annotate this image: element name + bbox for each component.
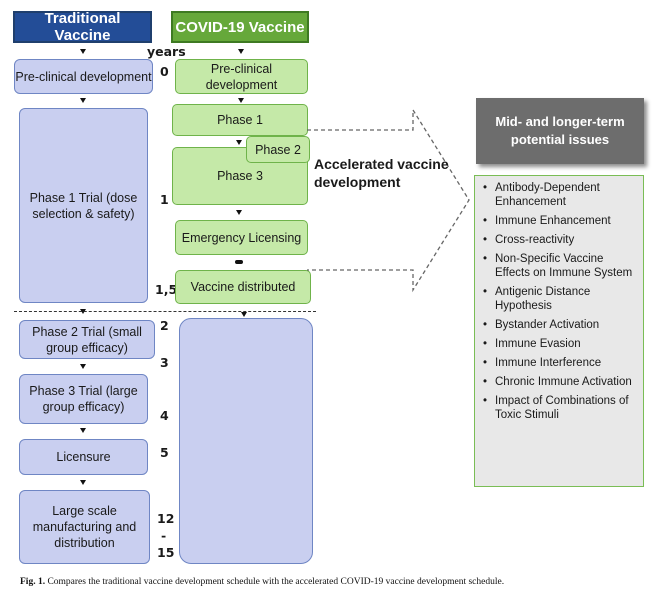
arrow-down-icon bbox=[80, 49, 86, 54]
list-item: • Non-Specific Vaccine Effects on Immune … bbox=[483, 252, 639, 280]
year-4: 4 bbox=[160, 408, 169, 423]
arrow-down-icon bbox=[238, 49, 244, 54]
bullet-icon: • bbox=[483, 319, 488, 331]
issue-label: Antigenic Distance Hypothesis bbox=[495, 286, 591, 312]
arrow-down-icon bbox=[80, 428, 86, 433]
traditional-phase2-box: Phase 2 Trial (small group efficacy) bbox=[19, 320, 155, 359]
covid-phase1-box: Phase 1 bbox=[172, 104, 308, 136]
covid-preclinical-box: Pre-clinical development bbox=[175, 59, 308, 94]
list-item: • Immune Interference bbox=[483, 356, 639, 370]
list-item: • Immune Enhancement bbox=[483, 214, 639, 228]
list-item: • Impact of Combinations of Toxic Stimuli bbox=[483, 394, 639, 422]
issue-label: Cross-reactivity bbox=[495, 234, 575, 246]
year-1-5: 1,5 bbox=[155, 282, 178, 297]
list-item: • Cross-reactivity bbox=[483, 233, 639, 247]
issue-label: Immune Evasion bbox=[495, 338, 581, 350]
covid-header-label: COVID-19 Vaccine bbox=[175, 18, 305, 36]
covid-phase1-label: Phase 1 bbox=[217, 113, 263, 127]
year-15: 15 bbox=[157, 545, 175, 560]
arrow-down-icon bbox=[80, 364, 86, 369]
year-3: 3 bbox=[160, 355, 169, 370]
bullet-icon: • bbox=[483, 395, 488, 407]
issue-label: Non-Specific Vaccine Effects on Immune S… bbox=[495, 253, 633, 279]
traditional-phase1-box: Phase 1 Trial (dose selection & safety) bbox=[19, 108, 148, 303]
caption-label: Fig. 1. bbox=[20, 577, 46, 587]
bullet-icon: • bbox=[483, 357, 488, 369]
traditional-header-label: Traditional Vaccine bbox=[44, 10, 121, 44]
timeline-divider bbox=[14, 311, 316, 312]
traditional-manufacturing-box: Large scale manufacturing and distributi… bbox=[19, 490, 150, 564]
covid-distributed-box: Vaccine distributed bbox=[175, 270, 311, 304]
arrow-down-icon bbox=[241, 312, 247, 317]
bullet-icon: • bbox=[483, 215, 488, 227]
accelerated-development-label: Accelerated vaccine development bbox=[314, 156, 449, 190]
bullet-icon: • bbox=[483, 376, 488, 388]
year-12: 12 bbox=[157, 511, 175, 526]
traditional-phase1-label: Phase 1 Trial (dose selection & safety) bbox=[29, 190, 138, 221]
traditional-preclinical-label: Pre-clinical development bbox=[15, 69, 152, 84]
arrow-down-icon bbox=[236, 140, 242, 145]
accelerated-arrow-icon bbox=[307, 108, 470, 293]
covid-emergency-box: Emergency Licensing bbox=[175, 220, 308, 255]
year-1: 1 bbox=[160, 192, 169, 207]
connector-dot bbox=[235, 260, 243, 264]
issue-label: Immune Interference bbox=[495, 357, 602, 369]
traditional-phase3-label: Phase 3 Trial (large group efficacy) bbox=[29, 384, 138, 414]
traditional-vaccine-header: Traditional Vaccine bbox=[13, 10, 152, 44]
figure-caption: Fig. 1. Compares the traditional vaccine… bbox=[20, 577, 650, 587]
bullet-icon: • bbox=[483, 338, 488, 350]
year-5: 5 bbox=[160, 445, 169, 460]
traditional-licensure-box: Licensure bbox=[19, 439, 148, 475]
issue-label: Bystander Activation bbox=[495, 319, 600, 331]
covid-distributed-label: Vaccine distributed bbox=[190, 280, 296, 294]
covid-preclinical-label: Pre-clinical development bbox=[205, 61, 278, 92]
covid-vaccine-header: COVID-19 Vaccine bbox=[171, 11, 309, 43]
list-item: • Antibody-Dependent Enhancement bbox=[483, 181, 639, 209]
side-panel-title-label: Mid- and longer-term potential issues bbox=[495, 114, 625, 147]
bullet-icon: • bbox=[483, 234, 488, 246]
year-2: 2 bbox=[160, 318, 169, 333]
bullet-icon: • bbox=[483, 253, 488, 265]
bullet-icon: • bbox=[483, 286, 488, 298]
traditional-licensure-label: Licensure bbox=[56, 450, 111, 464]
caption-text: Compares the traditional vaccine develop… bbox=[47, 577, 505, 587]
covid-phase2-box: Phase 2 bbox=[246, 136, 310, 163]
list-item: • Bystander Activation bbox=[483, 318, 639, 332]
issues-panel: • Antibody-Dependent Enhancement • Immune … bbox=[474, 175, 644, 487]
traditional-preclinical-box: Pre-clinical development bbox=[14, 59, 153, 94]
arrow-down-icon bbox=[236, 210, 242, 215]
issue-label: Immune Enhancement bbox=[495, 215, 611, 227]
issue-label: Impact of Combinations of Toxic Stimuli bbox=[495, 395, 629, 421]
year-dash: - bbox=[161, 528, 167, 543]
list-item: • Antigenic Distance Hypothesis bbox=[483, 285, 639, 313]
issues-list: • Antibody-Dependent Enhancement • Immune … bbox=[483, 181, 639, 422]
issue-label: Chronic Immune Activation bbox=[495, 376, 632, 388]
covid-phase3-label: Phase 3 bbox=[217, 169, 263, 183]
side-panel-title: Mid- and longer-term potential issues bbox=[476, 98, 644, 164]
traditional-phase3-box: Phase 3 Trial (large group efficacy) bbox=[19, 374, 148, 424]
covid-emergency-label: Emergency Licensing bbox=[181, 230, 302, 245]
issue-label: Antibody-Dependent Enhancement bbox=[495, 182, 600, 208]
arrow-down-icon bbox=[238, 98, 244, 103]
arrow-down-icon bbox=[80, 98, 86, 103]
arrow-down-icon bbox=[80, 480, 86, 485]
years-label: years bbox=[147, 44, 186, 59]
covid-phase2-label: Phase 2 bbox=[255, 142, 301, 157]
list-item: • Immune Evasion bbox=[483, 337, 639, 351]
list-item: • Chronic Immune Activation bbox=[483, 375, 639, 389]
bullet-icon: • bbox=[483, 182, 488, 194]
covid-post-distribution-box bbox=[179, 318, 313, 564]
traditional-manufacturing-label: Large scale manufacturing and distributi… bbox=[32, 504, 137, 550]
year-0: 0 bbox=[160, 64, 169, 79]
traditional-phase2-label: Phase 2 Trial (small group efficacy) bbox=[32, 324, 142, 355]
